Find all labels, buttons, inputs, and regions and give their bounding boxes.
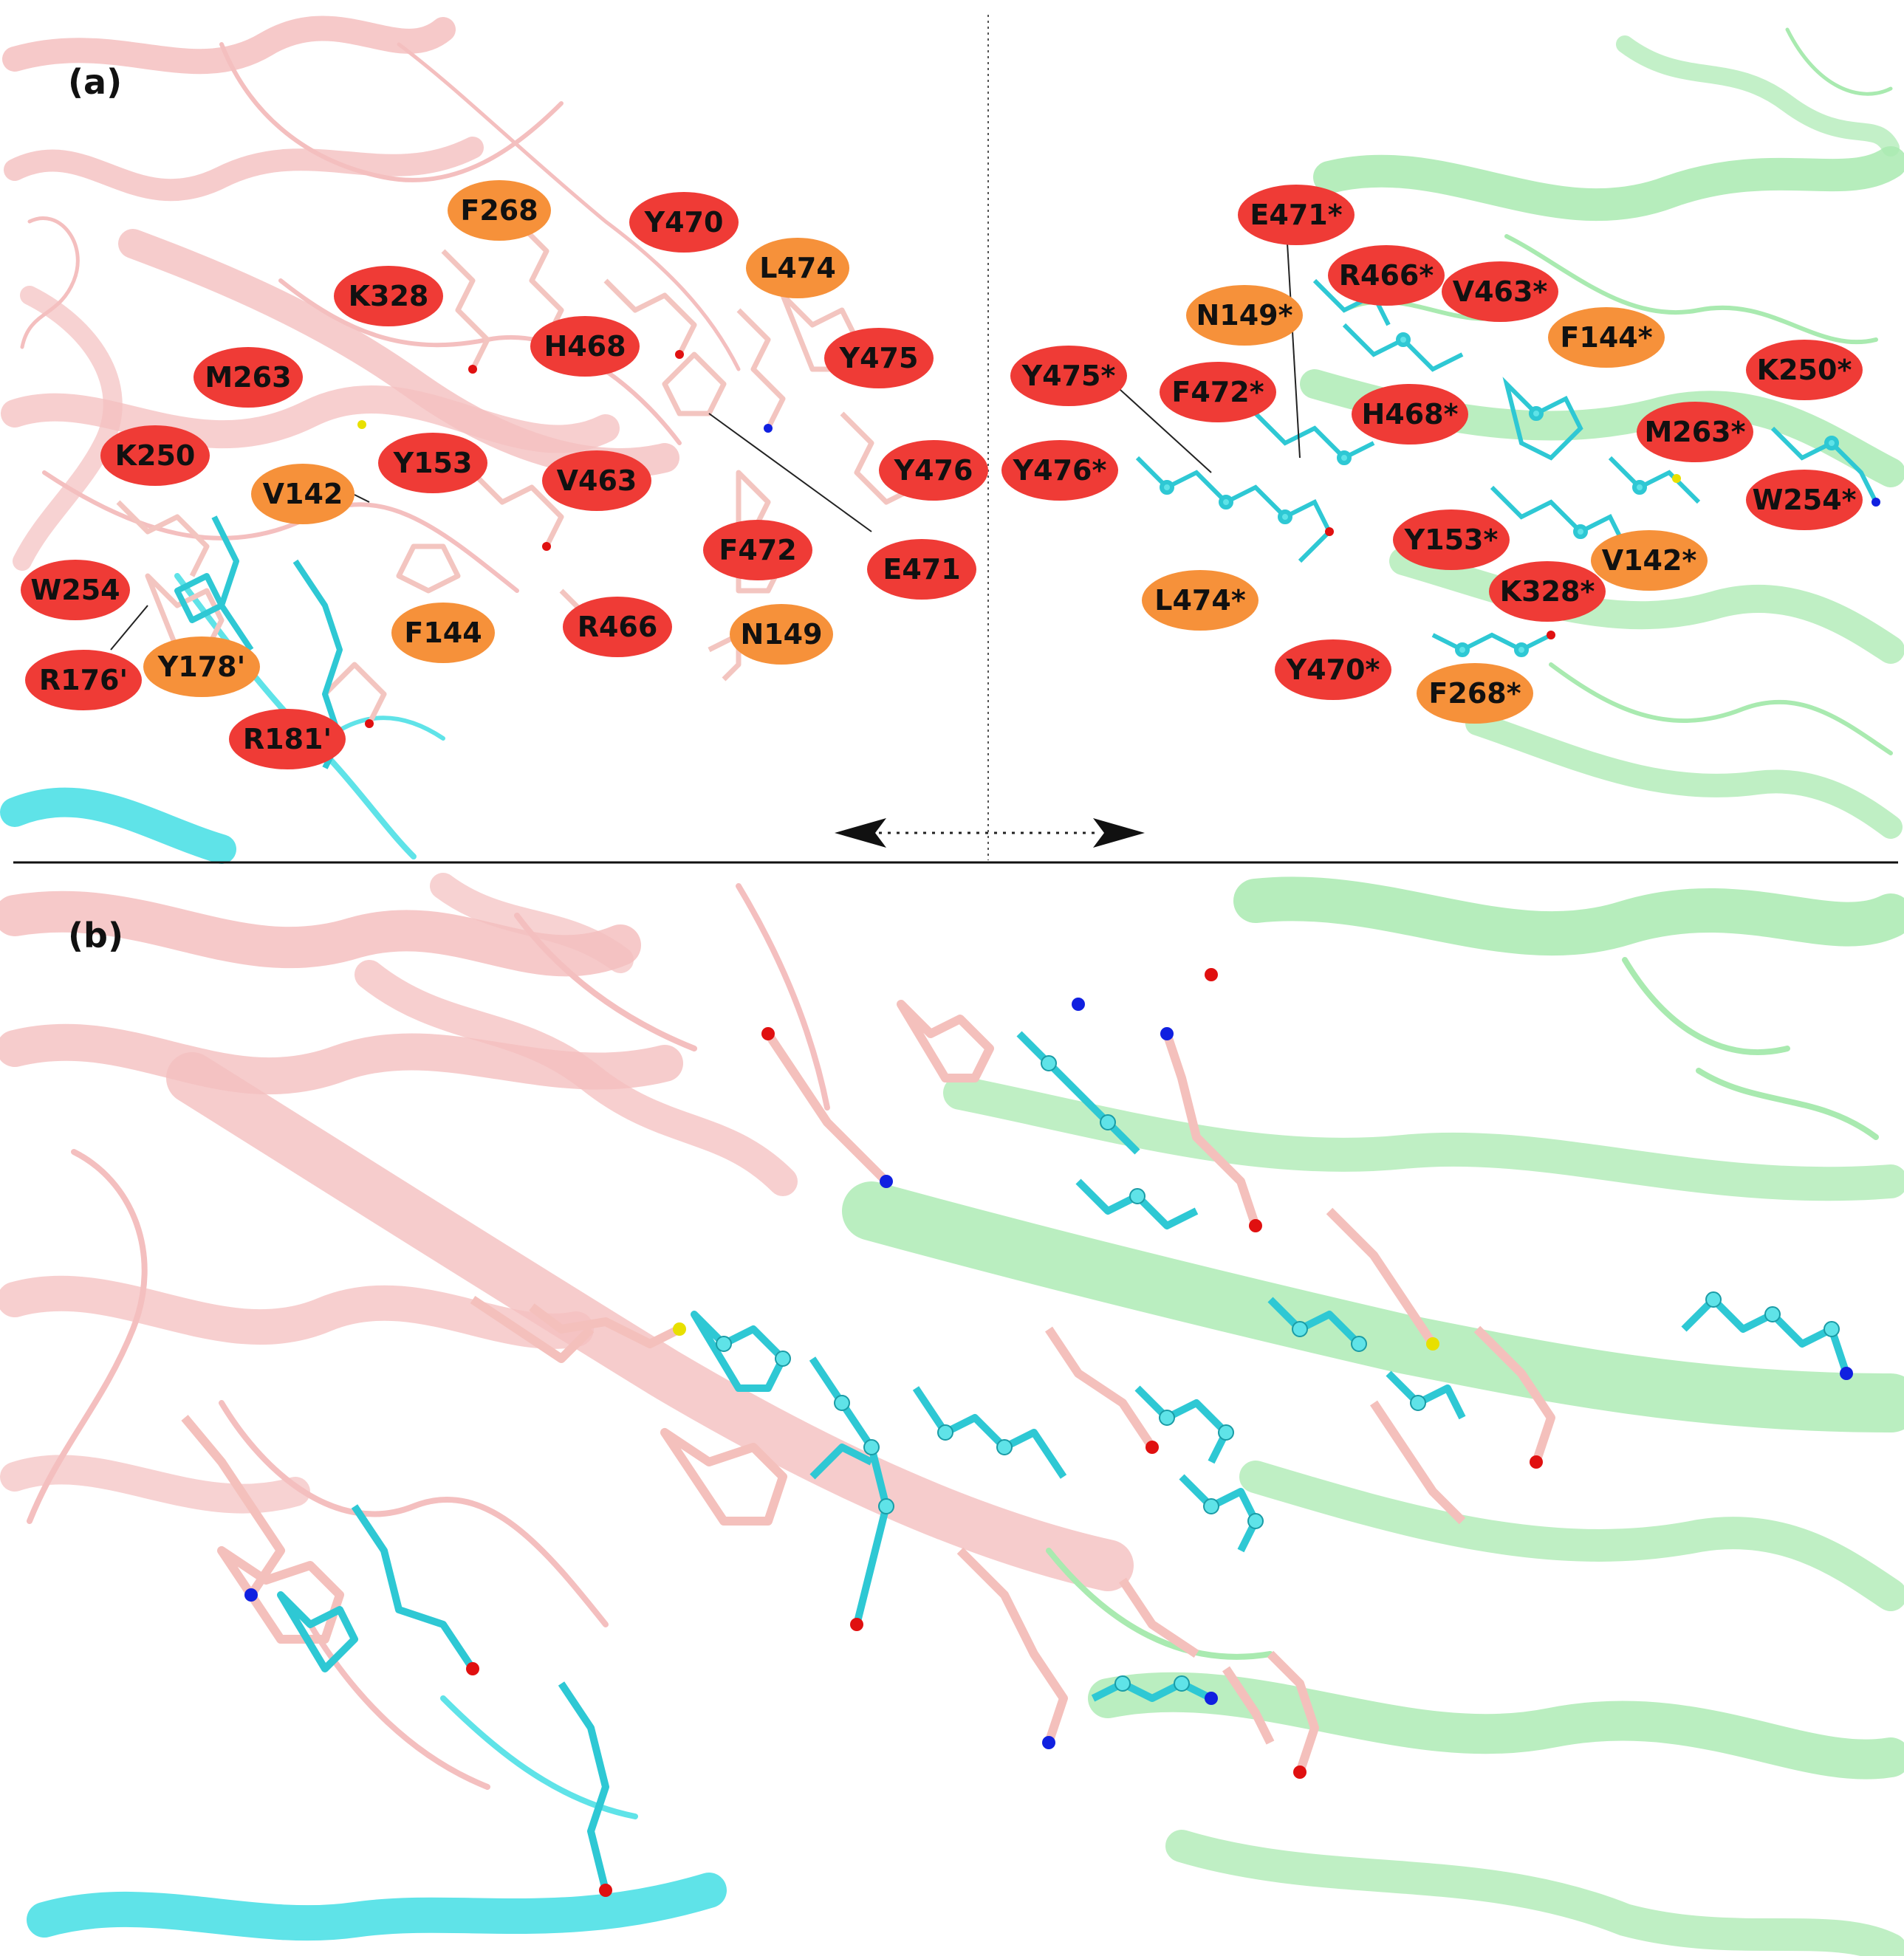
residue-label: V142* [1591,530,1708,591]
swap-arrow [835,818,1145,848]
residue-label: N149* [1186,285,1303,346]
residue-label: Y153 [378,433,487,493]
residue-label: W254 [21,560,130,620]
residue-label: F268* [1417,663,1533,724]
residue-label: F144 [391,603,495,663]
residue-label: K328 [334,266,443,326]
residue-label: V142 [251,464,355,524]
residue-label: R176' [25,650,142,710]
residue-label: Y153* [1393,509,1510,570]
residue-label: Y476 [879,440,988,501]
residue-label: Y470 [629,192,739,253]
panel-b-cyan-ribbon [27,1695,727,1941]
panel-b-pink-ribbons [0,873,1134,1790]
residue-label: L474* [1142,570,1259,631]
residue-label: M263 [194,347,303,408]
panel-b-cyan-atoms [716,1055,1840,1692]
residue-label: R466* [1328,245,1445,306]
panel-a-leader-lines [110,230,1301,651]
residue-label: Y470* [1275,639,1391,700]
residue-label: E471 [867,539,976,600]
residue-label: K328* [1489,561,1606,622]
residue-label: F144* [1548,307,1665,368]
residue-label: E471* [1238,185,1355,245]
residue-label: F472* [1160,362,1276,422]
residue-label: H468 [530,316,640,377]
residue-label: Y475* [1010,346,1127,406]
residue-label: F268 [448,180,551,241]
residue-label: L474 [746,238,849,298]
residue-label: K250 [100,425,210,486]
panel-a-pink-sticks [116,219,917,725]
residue-label: N149 [730,604,833,665]
residue-label: W254* [1746,470,1863,530]
residue-label: F472 [703,520,812,580]
residue-label: H468* [1352,384,1468,445]
panel-b-green-ribbons [842,876,1904,1956]
panel-b-atom-markers [244,968,1853,1897]
residue-label: R466 [563,597,672,657]
residue-label: M263* [1637,402,1753,462]
panel-a-label: (a) [68,62,123,102]
panel-b-pink-sticks [181,1000,1555,1774]
residue-label: Y476* [1001,440,1118,501]
residue-label: K250* [1746,340,1863,400]
residue-label: V463 [542,450,651,511]
panel-a-right-cyan-sticks [1135,278,1878,657]
residue-label: Y178' [143,636,260,697]
residue-label: Y475 [824,328,934,388]
panel-b-label: (b) [68,916,123,955]
residue-label: V463* [1442,261,1558,322]
residue-label: R181' [229,709,346,769]
